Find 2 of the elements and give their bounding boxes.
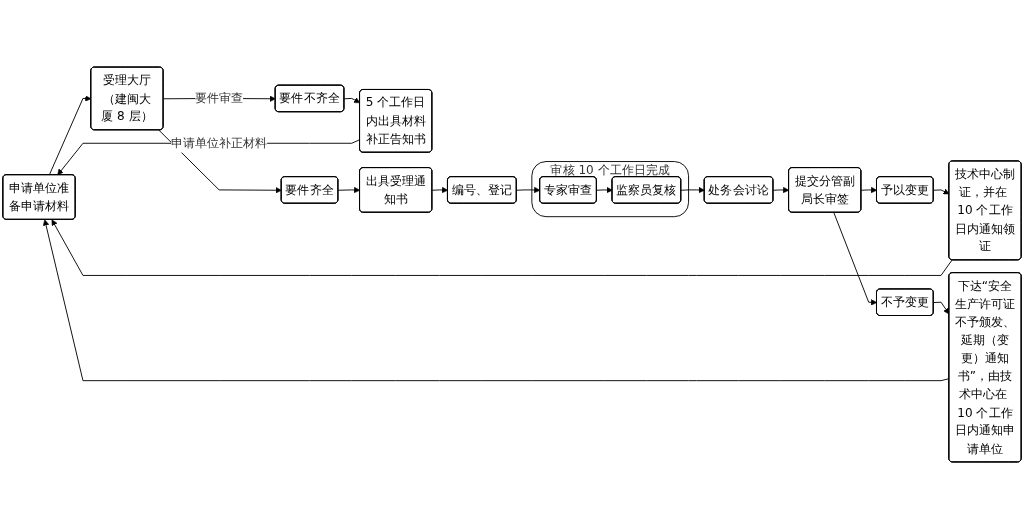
edge-label: 申请单位补正材料 (170, 135, 268, 150)
edge-label: 要件审查 (195, 90, 244, 105)
